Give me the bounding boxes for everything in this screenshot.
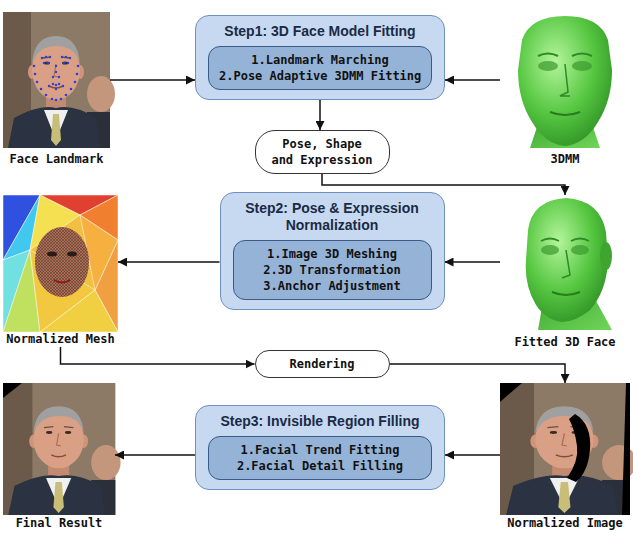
method-list-box: 1.Image 3D Meshing2.3D Transformation3.A… xyxy=(233,240,432,300)
image-panel: 3DMM xyxy=(500,12,630,167)
image-caption: 3DMM xyxy=(551,152,580,167)
data-oval: Rendering xyxy=(255,350,390,378)
flow-arrow xyxy=(319,100,321,130)
final-result-photo xyxy=(3,383,121,515)
fitted-3d-face xyxy=(526,198,612,330)
step-title: Step1: 3D Face Model Fitting xyxy=(224,23,415,40)
data-oval: Pose, Shape and Expression xyxy=(255,130,390,174)
image-caption: Face Landmark xyxy=(10,152,104,167)
method-item: 3.Anchor Adjustment xyxy=(263,278,400,294)
step-title: Step2: Pose & Expression Normalization xyxy=(233,200,432,234)
step-box: Step3: Invisible Region Filling 1.Facial … xyxy=(195,405,445,490)
step-title: Step3: Invisible Region Filling xyxy=(220,413,419,430)
method-item: 1.Image 3D Meshing xyxy=(267,246,397,262)
flow-arrow xyxy=(61,347,255,364)
image-caption: Final Result xyxy=(16,516,103,531)
oval-label: Pose, Shape and Expression xyxy=(270,136,375,168)
image-panel: Final Result xyxy=(3,383,115,531)
landmark-photo xyxy=(3,12,115,148)
flow-arrow xyxy=(390,364,566,383)
method-item: 2.3D Transformation xyxy=(263,262,400,278)
image-caption: Normalized Image xyxy=(507,516,623,531)
step-box: Step2: Pose & Expression Normalization 1.… xyxy=(220,192,445,310)
method-item: 1.Landmark Marching xyxy=(251,52,388,68)
flow-arrow xyxy=(118,261,220,263)
flow-arrow xyxy=(110,79,195,81)
oval-label: Rendering xyxy=(270,356,375,372)
image-panel: Normalized Image xyxy=(500,383,630,531)
image-panel: Face Landmark xyxy=(3,12,110,167)
image-caption: Normalized Mesh xyxy=(6,332,114,347)
flow-arrow xyxy=(115,454,195,456)
flow-arrow xyxy=(445,261,501,263)
method-item: 2.Pose Adaptive 3DMM Fitting xyxy=(219,68,421,84)
method-list-box: 1.Facial Trend Fitting2.Facial Detail Fi… xyxy=(208,436,432,480)
method-list-box: 1.Landmark Marching2.Pose Adaptive 3DMM … xyxy=(208,46,432,90)
image-caption: Fitted 3D Face xyxy=(514,335,615,350)
normalized-mesh xyxy=(3,195,118,332)
flow-arrow xyxy=(445,454,500,456)
step-box: Step1: 3D Face Model Fitting 1.Landmark M… xyxy=(195,15,445,100)
image-panel: Normalized Mesh xyxy=(3,195,118,347)
method-item: 2.Facial Detail Filling xyxy=(237,458,403,474)
image-panel: Fitted 3D Face xyxy=(500,195,630,350)
normalized-image-photo xyxy=(500,383,633,515)
3dmm-model xyxy=(518,16,612,148)
flow-arrow xyxy=(445,79,500,81)
method-item: 1.Facial Trend Fitting xyxy=(241,442,400,458)
